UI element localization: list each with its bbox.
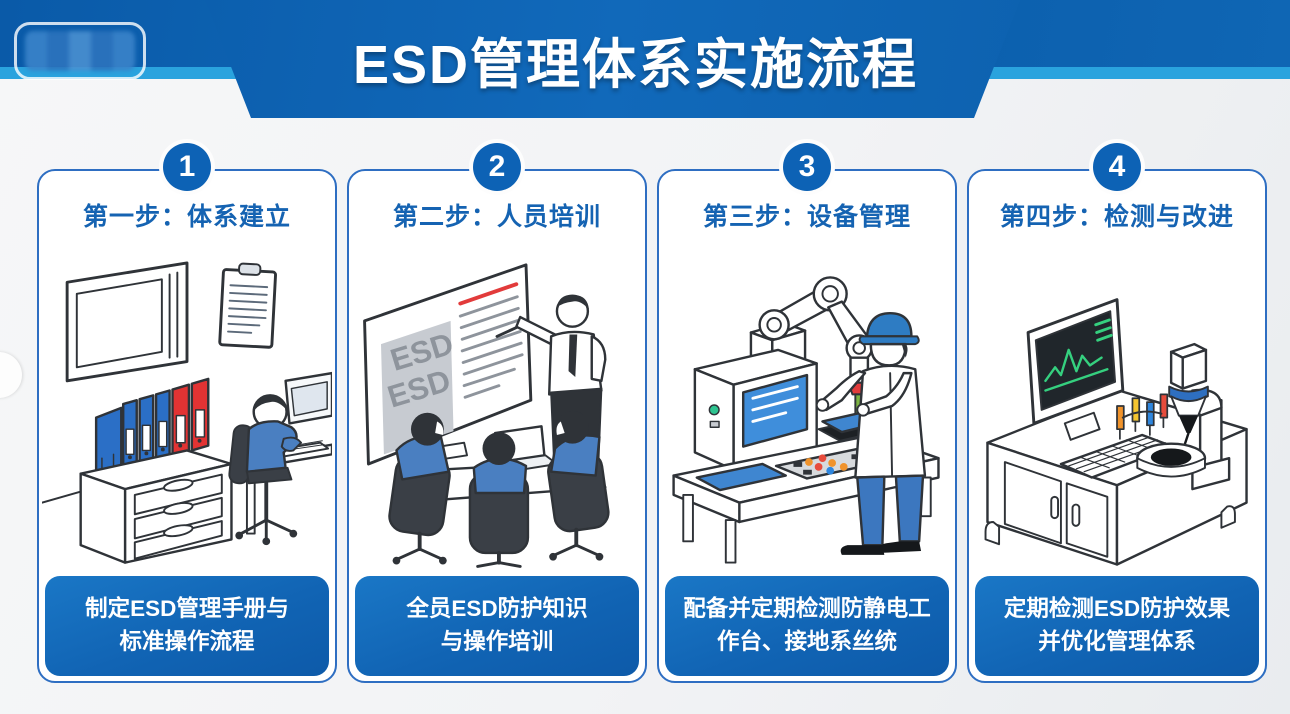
step-4-number-badge: 4: [1093, 143, 1141, 191]
step-1-title: 第一步：体系建立: [82, 203, 291, 231]
attendees-icon: [388, 410, 610, 568]
step-card-4: 4 第四步：检测与改进: [967, 143, 1267, 683]
step-4-desc-line1: 定期检测ESD防护效果: [1003, 596, 1231, 622]
step-2-number-badge: 2: [473, 143, 521, 191]
blurred-logo-watermark: [14, 22, 146, 80]
robot-arm-icon: [749, 275, 873, 415]
measuring-device-icon: [1121, 342, 1231, 490]
seated-person-icon: [228, 393, 303, 545]
step-2-desc-line2: 与操作培训: [440, 629, 554, 654]
carousel-prev-button[interactable]: [0, 352, 22, 398]
equipment-illustration: [659, 235, 955, 575]
step-1-description: 制定ESD管理手册与 标准操作流程: [45, 576, 329, 676]
step-3-desc-line1: 配备并定期检测防静电工: [683, 596, 931, 622]
training-illustration: ESD ESD: [349, 235, 645, 575]
step-4-title: 第四步：检测与改进: [999, 203, 1234, 231]
step-1-number-badge: 1: [163, 143, 211, 191]
step-3-number-badge: 3: [783, 143, 831, 191]
office-system-illustration: [39, 235, 335, 575]
step-2-title: 第二步：人员培训: [392, 203, 601, 231]
step-2-desc-line1: 全员ESD防护知识: [406, 596, 588, 622]
machine-monitor-icon: [693, 348, 818, 471]
step-4-desc-line2: 并优化管理体系: [1038, 629, 1196, 654]
window-icon: [65, 260, 189, 382]
step-card-2: 2 第二步：人员培训 ESD ESD: [347, 143, 647, 683]
step-4-description: 定期检测ESD防护效果 并优化管理体系: [975, 576, 1259, 676]
step-3-title: 第三步：设备管理: [702, 203, 911, 231]
test-probes-icon: [1116, 393, 1169, 440]
worker-icon: [815, 311, 927, 555]
step-3-desc-line2: 作台、接地系丝统: [716, 629, 897, 654]
page-title: ESD管理体系实施流程: [352, 34, 919, 95]
presentation-board-icon: ESD ESD: [363, 262, 533, 465]
logo-mosaic: [25, 31, 135, 71]
step-3-description: 配备并定期检测防静电工 作台、接地系丝统: [665, 576, 949, 676]
file-cabinet-icon: [79, 448, 233, 564]
clipboard-icon: [218, 262, 277, 349]
step-2-description: 全员ESD防护知识 与操作培训: [355, 576, 639, 676]
oscilloscope-monitor-icon: [1026, 297, 1125, 441]
step-card-1: 1 第一步：体系建立: [37, 143, 337, 683]
title-banner: ESD管理体系实施流程: [205, 0, 1020, 118]
step-1-desc-line2: 标准操作流程: [119, 629, 255, 654]
step-1-desc-line1: 制定ESD管理手册与: [85, 596, 289, 622]
step-card-3: 3 第三步：设备管理: [657, 143, 957, 683]
steps-row: 1 第一步：体系建立: [37, 143, 1267, 683]
testing-illustration: [969, 235, 1265, 575]
